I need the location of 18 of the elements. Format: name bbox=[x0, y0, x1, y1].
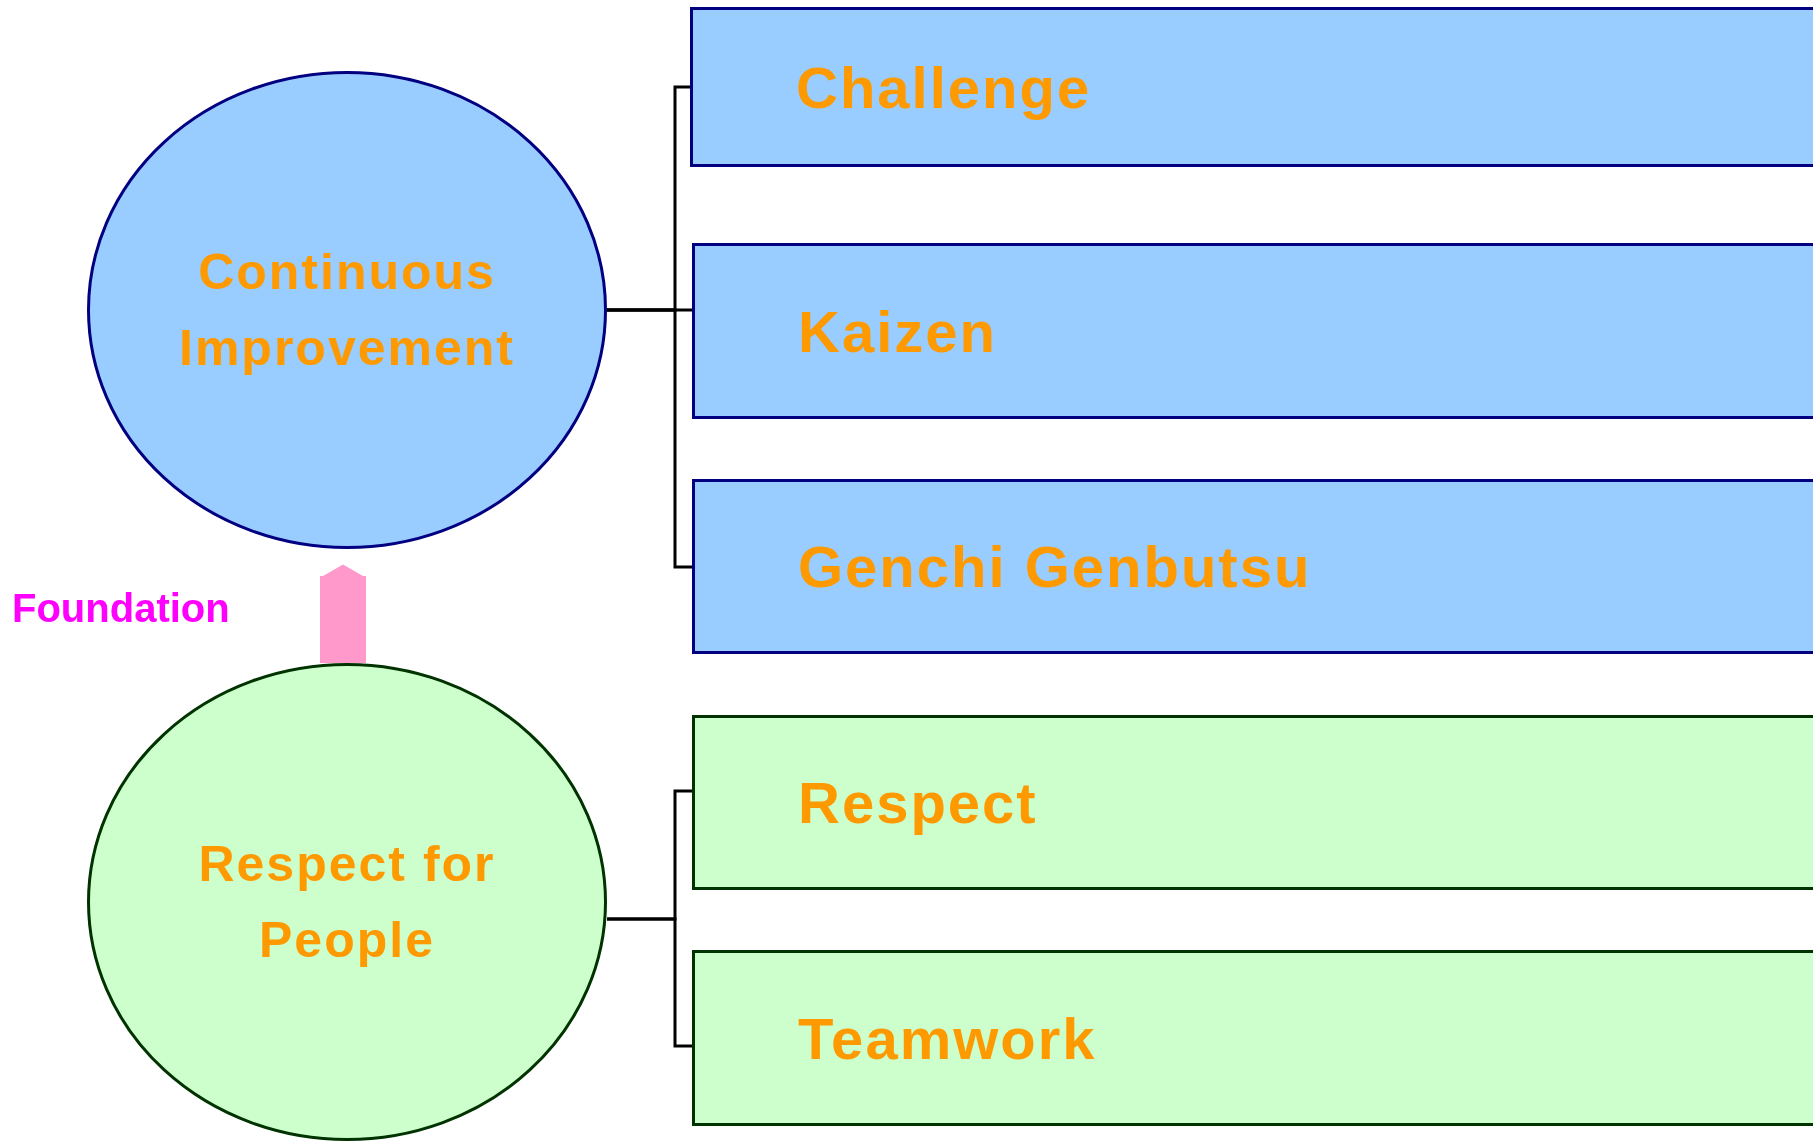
principle-box bbox=[692, 950, 1813, 1126]
principle-label: Kaizen bbox=[798, 297, 997, 365]
principle-box bbox=[692, 715, 1813, 890]
concept-label: Respect for People bbox=[197, 835, 497, 970]
principle-box bbox=[690, 7, 1813, 167]
principle-label: Genchi Genbutsu bbox=[798, 533, 1312, 600]
principle-box bbox=[692, 479, 1813, 654]
concept-label: Continuous Improvement bbox=[178, 243, 516, 378]
concept-ellipse bbox=[87, 663, 607, 1141]
principle-label: Respect bbox=[798, 769, 1038, 836]
concept-ellipse bbox=[87, 71, 607, 549]
connector-line bbox=[607, 308, 692, 569]
principle-label: Teamwork bbox=[798, 1004, 1097, 1072]
principle-label: Challenge bbox=[796, 53, 1092, 121]
block-arrow bbox=[320, 564, 366, 663]
connector-line bbox=[607, 917, 692, 1048]
principle-box bbox=[692, 243, 1813, 419]
edge-label: Foundation bbox=[12, 586, 230, 631]
